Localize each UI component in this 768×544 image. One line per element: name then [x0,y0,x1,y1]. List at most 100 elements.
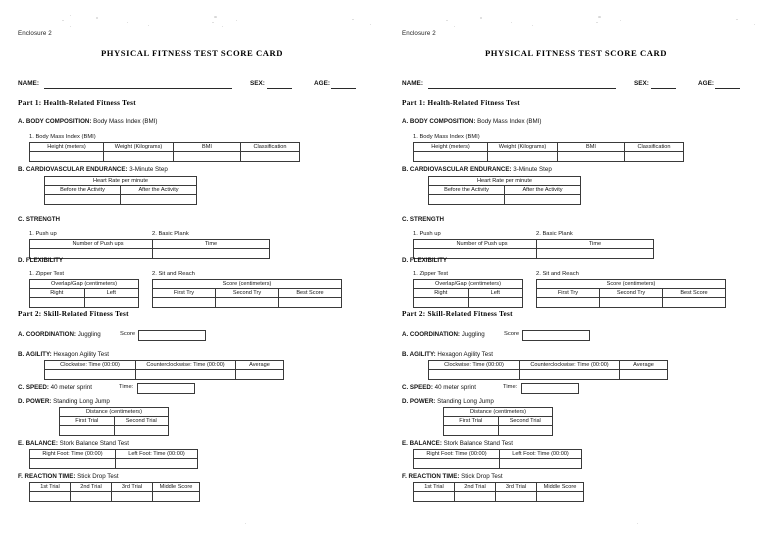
balance-cell-left-foot[interactable] [115,458,198,469]
sit-reach-cell-second[interactable] [599,297,663,308]
age-input[interactable] [715,88,740,89]
basic-plank-cell-time[interactable] [536,248,654,259]
sit-reach-cell-best[interactable] [662,297,726,308]
juggling-score-input[interactable] [138,330,206,341]
agility-col-clockwise: Clockwise: Time (00:00) [428,360,520,370]
heart-rate-cell-after[interactable] [120,194,197,205]
bmi-cell-classification[interactable] [240,151,300,162]
reaction-cell-3rd-trial[interactable] [495,491,537,502]
score-card-copy-right: Enclosure 2 PHYSICAL FITNESS TEST SCORE … [384,0,768,544]
power-cell-first-trial[interactable] [443,425,499,436]
agility-cell-counterclockwise[interactable] [135,369,236,380]
heart-rate-cell-before[interactable] [44,194,121,205]
zipper-cell-left[interactable] [467,297,523,308]
zipper-cell-right[interactable] [413,297,469,308]
zipper-col-left: Left [83,288,139,298]
agility-cell-counterclockwise[interactable] [519,369,620,380]
section-agility-heading: B. AGILITY: Hexagon Agility Test [402,351,493,358]
reaction-cell-1st-trial[interactable] [413,491,455,502]
reaction-cell-2nd-trial[interactable] [454,491,496,502]
reaction-cell-1st-trial[interactable] [29,491,71,502]
agility-cell-average[interactable] [619,369,668,380]
agility-cell-clockwise[interactable] [428,369,520,380]
speed-time-input[interactable] [137,383,195,394]
heart-rate-col-after: After the Activity [120,185,197,195]
sit-reach-span-header: Score (centimeters) [536,279,726,289]
bmi-cell-classification[interactable] [624,151,684,162]
power-table: Distance (centimeters) First Trial Secon… [443,407,553,436]
sit-reach-col-best: Best Score [278,288,342,298]
zipper-cell-left[interactable] [83,297,139,308]
balance-cell-right-foot[interactable] [413,458,500,469]
reaction-cell-2nd-trial[interactable] [70,491,112,502]
table-row [59,425,169,436]
table-header-row: Right Foot: Time (00:00) Left Foot: Time… [413,449,582,459]
section-power-label: D. POWER: [18,398,52,405]
zipper-col-right: Right [413,288,469,298]
bmi-cell-bmi[interactable] [173,151,241,162]
reaction-cell-middle-score[interactable] [536,491,584,502]
bmi-cell-bmi[interactable] [557,151,625,162]
bmi-cell-height[interactable] [29,151,104,162]
section-balance-heading: E. BALANCE: Stork Balance Stand Test [402,440,513,447]
table-header-row: Height (meters) Weight (Kilograms) BMI C… [29,142,300,152]
sit-reach-cell-second[interactable] [215,297,279,308]
section-agility-label: B. AGILITY: [18,351,52,358]
reaction-col-1st-trial: 1st Trial [413,482,455,492]
agility-col-average: Average [235,360,284,370]
table-row [44,194,197,205]
table-row [536,297,726,308]
sit-reach-cell-first[interactable] [152,297,216,308]
heart-rate-cell-before[interactable] [428,194,505,205]
sit-reach-cell-first[interactable] [536,297,600,308]
agility-cell-average[interactable] [235,369,284,380]
sex-input[interactable] [267,88,292,89]
table-header-row: First Try Second Try Best Score [152,288,342,298]
balance-cell-right-foot[interactable] [29,458,116,469]
section-balance-label: E. BALANCE: [18,440,58,447]
sit-reach-cell-best[interactable] [278,297,342,308]
table-row [29,458,198,469]
table-row [29,297,139,308]
sit-reach-col-second: Second Try [599,288,663,298]
reaction-cell-3rd-trial[interactable] [111,491,153,502]
power-cell-second-trial[interactable] [497,425,553,436]
power-cell-second-trial[interactable] [113,425,169,436]
reaction-cell-middle-score[interactable] [152,491,200,502]
age-input[interactable] [331,88,356,89]
zipper-test-subheading: 1. Zipper Test [29,271,65,277]
enclosure-label: Enclosure 2 [18,30,52,37]
table-row [413,151,684,162]
bmi-col-weight: Weight (Kilograms) [103,142,174,152]
sit-reach-col-first: First Try [152,288,216,298]
section-coordination-detail: Juggling [75,331,101,338]
agility-col-counterclockwise: Counterclockwise: Time (00:00) [135,360,236,370]
table-header-row: Heart Rate per minute [428,176,581,186]
section-speed-detail: 40 meter sprint [48,384,92,391]
power-cell-first-trial[interactable] [59,425,115,436]
heart-rate-cell-after[interactable] [504,194,581,205]
bmi-cell-weight[interactable] [487,151,558,162]
basic-plank-table: Time [536,239,654,259]
name-input[interactable] [428,88,616,89]
bmi-cell-weight[interactable] [103,151,174,162]
bmi-col-classification: Classification [240,142,300,152]
section-balance-heading: E. BALANCE: Stork Balance Stand Test [18,440,129,447]
table-row [44,369,284,380]
table-row [29,151,300,162]
push-up-subheading: 1. Push up [29,231,57,237]
zipper-cell-right[interactable] [29,297,85,308]
juggling-score-input[interactable] [522,330,590,341]
bmi-col-height: Height (meters) [413,142,488,152]
agility-cell-clockwise[interactable] [44,369,136,380]
speed-time-input[interactable] [521,383,579,394]
bmi-cell-height[interactable] [413,151,488,162]
name-input[interactable] [44,88,232,89]
reaction-col-middle-score: Middle Score [152,482,200,492]
sex-input[interactable] [651,88,676,89]
basic-plank-cell-time[interactable] [152,248,270,259]
section-reaction-label: F. REACTION TIME: [18,473,76,480]
bmi-col-classification: Classification [624,142,684,152]
balance-cell-left-foot[interactable] [499,458,582,469]
push-up-subheading: 1. Push up [413,231,441,237]
